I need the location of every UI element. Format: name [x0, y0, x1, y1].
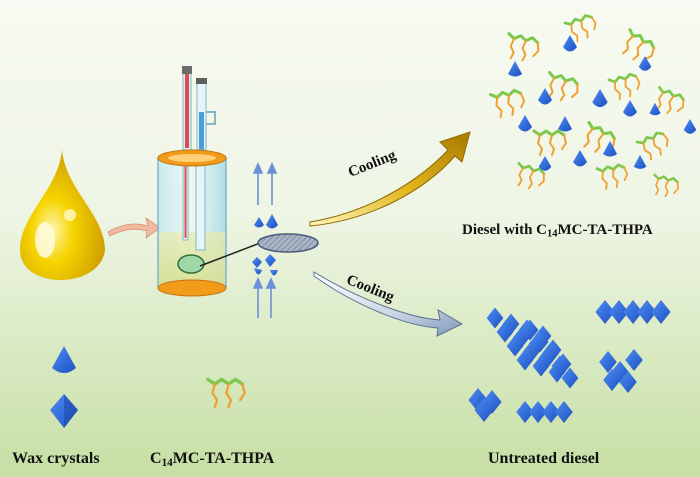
additive-molecule — [548, 71, 579, 102]
untreated-diesel-label: Untreated diesel — [488, 450, 600, 467]
wax-crystal — [558, 116, 572, 132]
wax-crystal — [649, 102, 661, 116]
wax-crystal — [637, 300, 657, 324]
additive-molecule — [622, 28, 656, 61]
wax-crystal — [516, 349, 534, 371]
wax-crystal — [683, 119, 697, 134]
wax-crystal — [625, 349, 643, 371]
wax-crystal — [518, 115, 532, 132]
wax-crystal — [532, 355, 550, 377]
wax-crystal — [573, 150, 587, 167]
cooling-arrow-bottom — [313, 271, 464, 337]
wax-crystal-icon — [50, 346, 78, 428]
filter-crystals — [252, 214, 278, 276]
additive-molecule — [206, 377, 246, 409]
treated-diesel-cluster — [489, 14, 697, 198]
wax-crystal — [555, 401, 573, 423]
wax-crystal — [508, 61, 522, 77]
treated-diesel-label: Diesel with C14MC-TA-THPA — [462, 222, 653, 240]
wax-crystal — [531, 331, 549, 353]
wax-crystal — [633, 154, 647, 169]
wax-crystal — [541, 343, 559, 365]
wax-crystal — [563, 35, 577, 52]
wax-crystals-label: Wax crystals — [12, 450, 100, 467]
wax-crystal — [599, 351, 617, 373]
additive-molecule — [653, 173, 679, 198]
additive-molecule — [532, 129, 567, 156]
wax-crystal — [609, 300, 629, 324]
wax-crystal — [603, 369, 621, 391]
wax-crystal — [623, 300, 643, 324]
wax-crystal — [595, 300, 615, 324]
wax-crystal — [538, 88, 552, 105]
wax-crystal — [506, 335, 524, 357]
wax-crystal — [638, 56, 652, 71]
wax-crystal — [529, 401, 547, 423]
wax-crystal — [561, 367, 579, 389]
wax-crystal — [623, 100, 637, 117]
wax-crystal — [551, 355, 569, 377]
wax-crystal — [611, 361, 629, 383]
additive-molecule — [507, 32, 540, 62]
wax-crystal — [516, 401, 534, 423]
additive-molecule — [517, 161, 546, 190]
untreated-crystal-aggregates — [468, 300, 671, 423]
heating-cylinder-icon — [157, 66, 227, 297]
feed-arrow-icon — [107, 217, 161, 239]
wax-crystal — [538, 156, 552, 171]
flow-arrows — [252, 162, 278, 318]
additive-label: C14MC-TA-THPA — [150, 450, 275, 469]
additive-molecule — [656, 85, 685, 115]
oil-droplet-icon — [20, 150, 105, 280]
additive-molecule-icon — [206, 377, 246, 409]
wax-crystal — [603, 141, 617, 157]
wax-crystal — [592, 89, 608, 108]
filter-disc-icon — [257, 233, 319, 253]
wax-crystal — [542, 401, 560, 423]
wax-crystal — [619, 371, 637, 393]
additive-molecule — [607, 72, 641, 101]
wax-crystal — [496, 321, 514, 343]
wax-crystal — [486, 307, 504, 329]
additive-molecule — [489, 88, 526, 119]
cooling-arrow-top — [309, 131, 471, 227]
additive-molecule — [635, 131, 669, 161]
wax-crystal — [521, 319, 539, 341]
additive-molecule — [595, 163, 629, 190]
wax-crystal — [651, 300, 671, 324]
additive-molecule — [563, 14, 597, 43]
wax-crystal — [474, 398, 494, 422]
